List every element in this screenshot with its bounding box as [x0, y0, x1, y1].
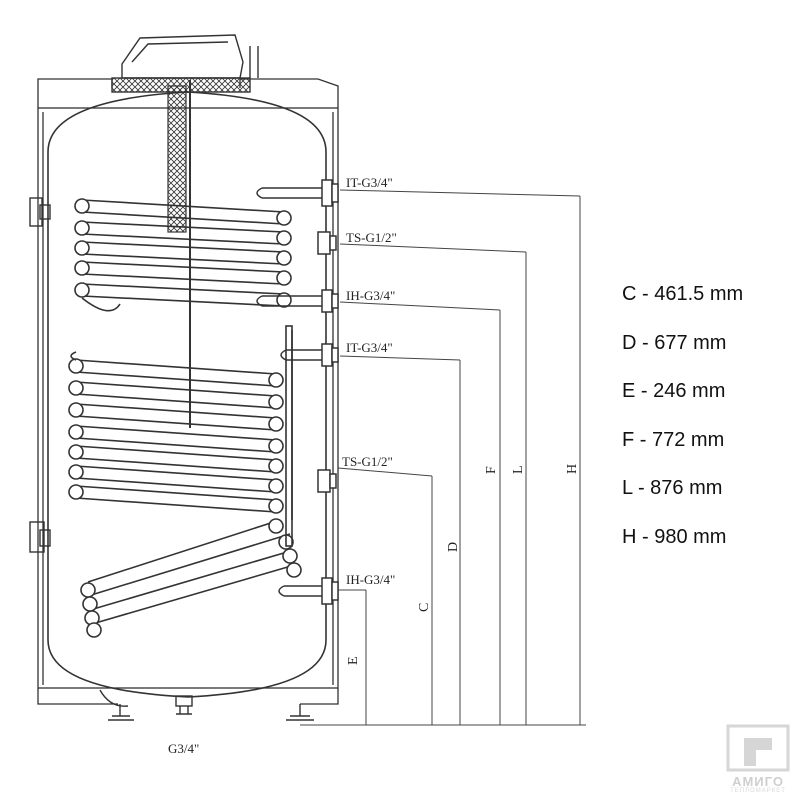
dimension-letter-h: H: [565, 464, 580, 474]
dimension-legend: C - 461.5 mm D - 677 mm E - 246 mm F - 7…: [622, 279, 743, 571]
connection-label: IT-G3/4": [346, 340, 393, 355]
logo-sub: ТЕПЛОМАРКЕТ: [730, 788, 786, 794]
dimension-letter-c: C: [417, 603, 432, 612]
logo-word: АМИГО: [732, 774, 784, 789]
upper-coil: [74, 198, 292, 312]
brand-logo: АМИГО ТЕПЛОМАРКЕТ: [720, 722, 796, 798]
side-flange: [29, 197, 51, 553]
outlet-label: G3/4": [168, 741, 200, 756]
legend-item-e: E - 246 mm: [622, 380, 726, 403]
logo-icon: [726, 724, 790, 772]
leader-lines: [337, 189, 581, 591]
legend-item-f: F - 772 mm: [622, 428, 725, 451]
dimension-lines: [300, 196, 586, 726]
dimension-letter-f: F: [484, 466, 499, 474]
base-legs: [99, 689, 314, 721]
outer-casing: [37, 78, 339, 705]
dimension-letter-d: D: [446, 542, 461, 552]
anode-rod: [167, 80, 191, 428]
control-unit: [111, 34, 259, 93]
connection-label: TS-G1/2": [342, 454, 393, 469]
lower-coil: [68, 325, 302, 638]
legend-item-c: C - 461.5 mm: [622, 283, 744, 305]
connection-labels: IT-G3/4" TS-G1/2" IH-G3/4" IT-G3/4" TS-G…: [342, 175, 397, 587]
legend-item-d: D - 677 mm: [622, 331, 727, 354]
connection-label: IH-G3/4": [346, 572, 395, 587]
connection-label: TS-G1/2": [346, 230, 397, 245]
inner-tank: [47, 91, 327, 698]
connection-label: IH-G3/4": [346, 288, 395, 303]
connection-fittings: [256, 179, 339, 605]
legend-item-h: H - 980 mm: [622, 525, 727, 548]
dimension-letter-l: L: [511, 465, 526, 474]
connection-label: IT-G3/4": [346, 175, 393, 190]
dimension-letters: E C D F L H: [346, 464, 580, 665]
dimension-letter-e: E: [346, 656, 361, 665]
legend-item-l: L - 876 mm: [622, 477, 723, 500]
